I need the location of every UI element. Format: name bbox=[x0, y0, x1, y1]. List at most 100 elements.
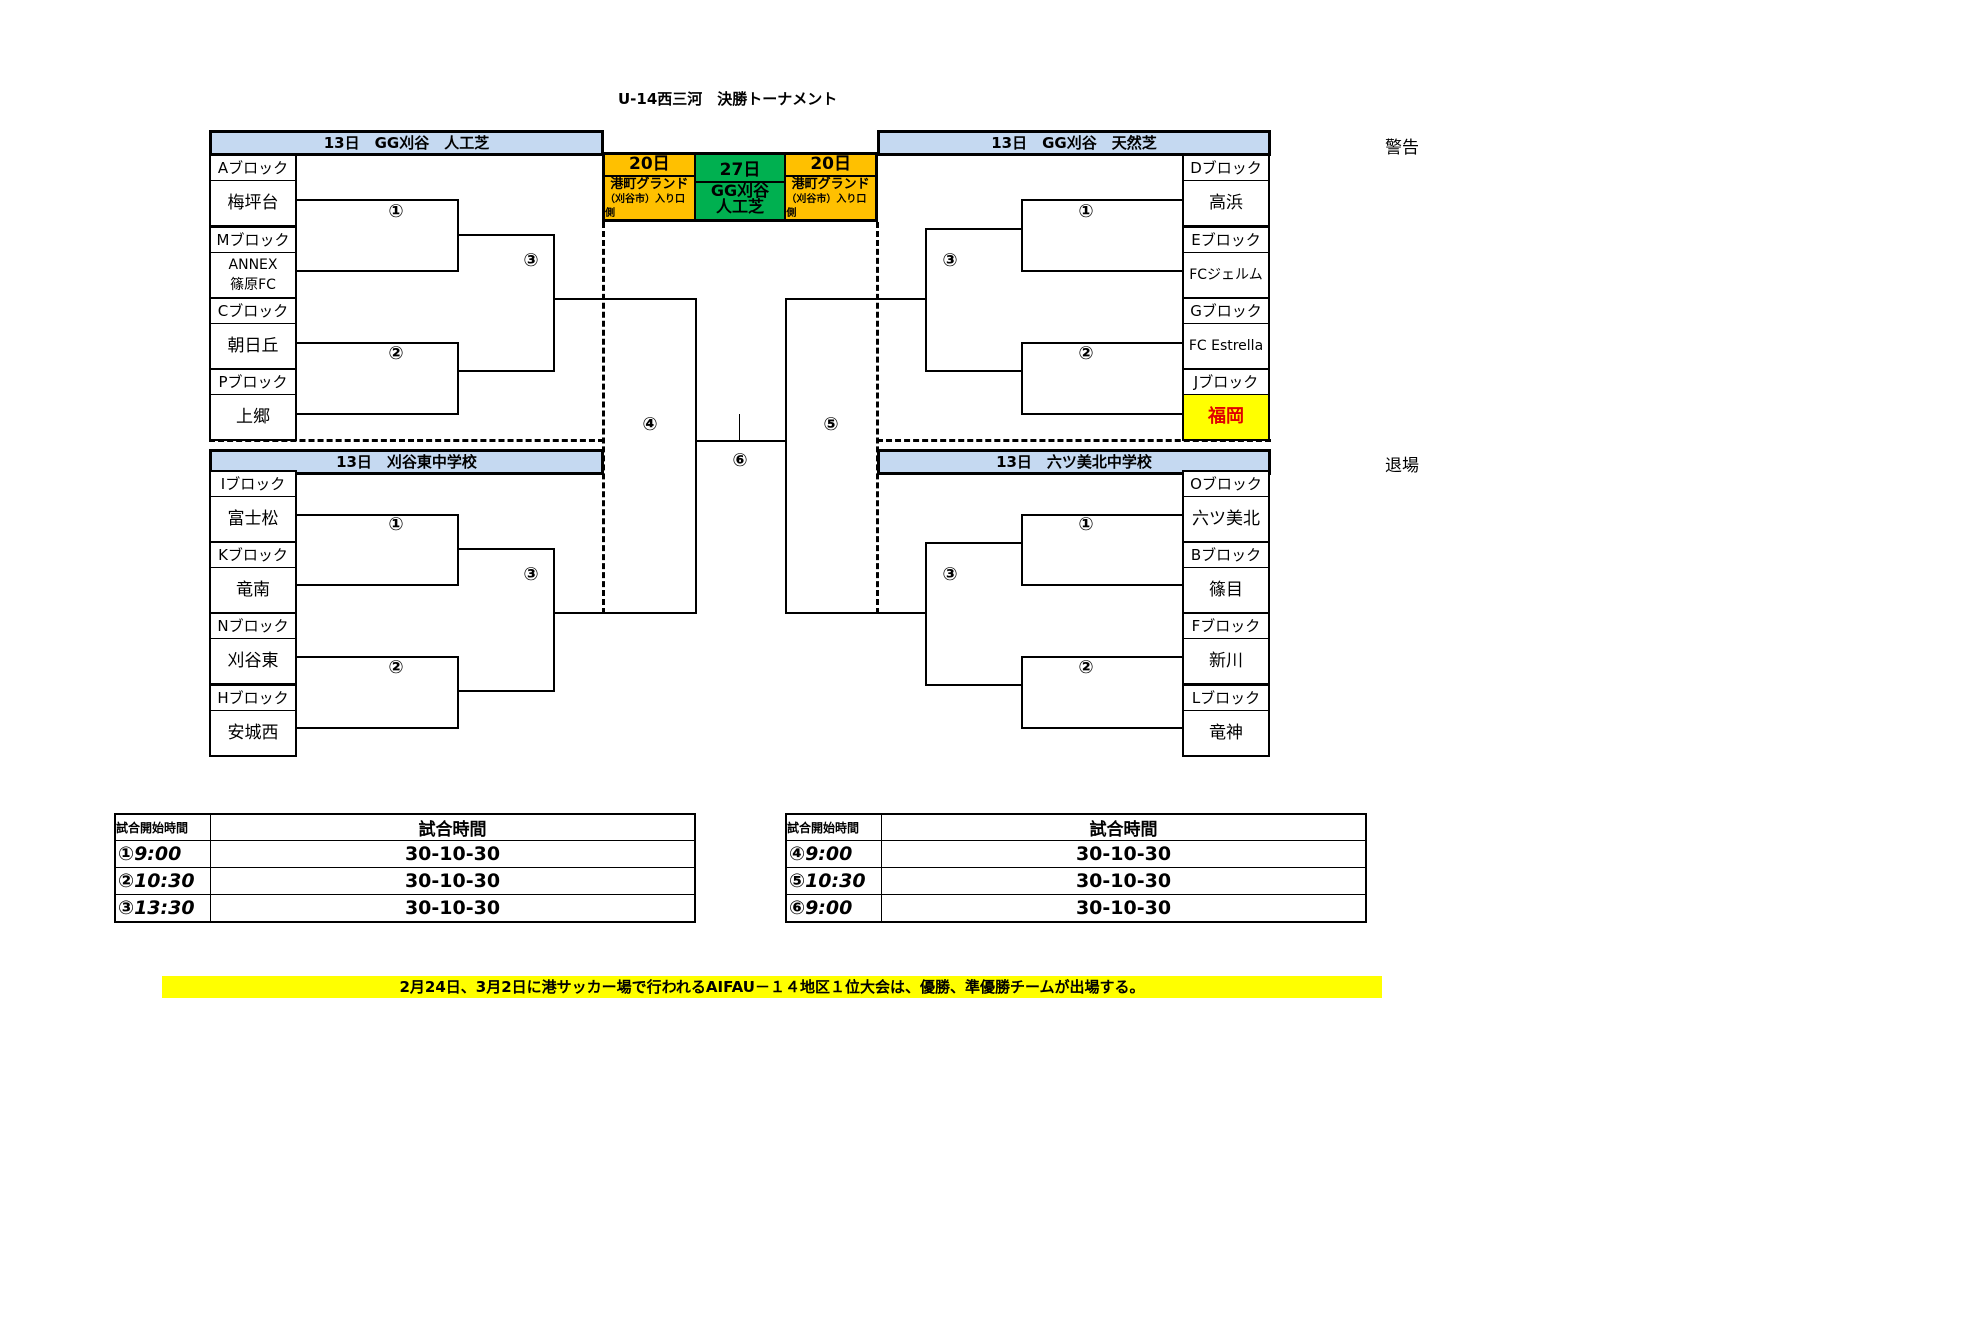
team-name: 新川 bbox=[1209, 651, 1243, 671]
bracket-line bbox=[457, 370, 555, 372]
champion-line bbox=[739, 414, 740, 441]
bracket-line bbox=[297, 727, 459, 729]
block-i: Iブロック富士松 bbox=[209, 470, 297, 543]
table-row: ③13:30 30-10-30 bbox=[114, 894, 696, 923]
bracket-line bbox=[785, 612, 927, 614]
duration-cell: 30-10-30 bbox=[210, 894, 696, 923]
match-number-1: ① bbox=[388, 201, 404, 222]
venue-top-right: 13日 GG刈谷 天然芝 bbox=[877, 130, 1271, 156]
bracket-line bbox=[925, 228, 1023, 230]
block-label: Lブロック bbox=[1184, 686, 1268, 711]
block-label: Mブロック bbox=[211, 228, 295, 253]
match-number-4: ④ bbox=[642, 414, 658, 435]
bracket-line bbox=[1021, 413, 1183, 415]
match-duration-header: 試合時間 bbox=[210, 813, 696, 841]
block-label: Cブロック bbox=[211, 299, 295, 324]
block-label: Dブロック bbox=[1184, 156, 1268, 181]
bracket-line bbox=[457, 514, 459, 586]
duration-cell: 30-10-30 bbox=[881, 894, 1367, 923]
team-name: 梅坪台 bbox=[227, 193, 279, 213]
block-label: Bブロック bbox=[1184, 543, 1268, 568]
bracket-line bbox=[457, 548, 555, 550]
team-name: 六ツ美北 bbox=[1192, 509, 1260, 529]
block-n: Nブロック刈谷東 bbox=[209, 612, 297, 685]
block-label: Eブロック bbox=[1184, 228, 1268, 253]
bracket-line bbox=[457, 234, 555, 236]
finals-day-center: 27日 bbox=[695, 159, 785, 183]
block-d: Dブロック高浜 bbox=[1182, 154, 1270, 227]
page-title: U-14西三河 決勝トーナメント bbox=[618, 90, 838, 108]
match-number-2: ② bbox=[388, 657, 404, 678]
bracket-line bbox=[695, 298, 697, 614]
block-f: Fブロック新川 bbox=[1182, 612, 1270, 685]
block-k: Kブロック竜南 bbox=[209, 541, 297, 614]
start-time-header: 試合開始時間 bbox=[114, 813, 211, 841]
team-name: 富士松 bbox=[227, 509, 279, 529]
bracket-line bbox=[925, 228, 927, 372]
venue-top-left: 13日 GG刈谷 人工芝 bbox=[209, 130, 604, 156]
match-number-6: ⑥ bbox=[732, 450, 748, 471]
finals-venue-center: 27日 GG刈谷 人工芝 bbox=[695, 155, 787, 219]
block-h: Hブロック安城西 bbox=[209, 684, 297, 757]
start-time-cell: ②10:30 bbox=[114, 867, 211, 895]
block-c: Cブロック朝日丘 bbox=[209, 297, 297, 370]
team-name: FC Estrella bbox=[1188, 338, 1264, 354]
dashed-divider-right bbox=[876, 222, 879, 614]
match-duration-header: 試合時間 bbox=[881, 813, 1367, 841]
block-label: Nブロック bbox=[211, 614, 295, 639]
warning-label: 警告 bbox=[1385, 138, 1419, 158]
start-time-cell: ③13:30 bbox=[114, 894, 211, 923]
bracket-line bbox=[1021, 514, 1023, 586]
bracket-line bbox=[1021, 342, 1023, 415]
bracket-line bbox=[1021, 342, 1183, 344]
match-number-2: ② bbox=[388, 343, 404, 364]
finals-place-left: 港町グランド bbox=[610, 177, 689, 192]
team-name-highlighted: 福岡 bbox=[1184, 395, 1268, 439]
block-m: Mブロック ANNEX 篠原FC bbox=[209, 226, 297, 299]
table-row: ②10:30 30-10-30 bbox=[114, 867, 696, 895]
match-number-2: ② bbox=[1078, 343, 1094, 364]
block-label: Jブロック bbox=[1184, 370, 1268, 395]
bracket-line bbox=[553, 298, 697, 300]
finals-sub-center: 人工芝 bbox=[716, 197, 765, 216]
bracket-line bbox=[297, 199, 459, 201]
finals-venue-header: 20日 港町グランド （刈谷市）入り口側 27日 GG刈谷 人工芝 20日 港町… bbox=[602, 152, 878, 222]
schedule-table-right: 試合開始時間 試合時間 ④9:00 30-10-30 ⑤10:30 30-10-… bbox=[785, 813, 1367, 923]
table-row: ④9:00 30-10-30 bbox=[785, 840, 1367, 868]
block-label: Iブロック bbox=[211, 472, 295, 497]
start-time-cell: ⑤10:30 bbox=[785, 867, 882, 895]
match-number-3: ③ bbox=[523, 250, 539, 271]
start-time-header: 試合開始時間 bbox=[785, 813, 882, 841]
start-time-cell: ①9:00 bbox=[114, 840, 211, 868]
bracket-line bbox=[925, 684, 1023, 686]
team-name: 上郷 bbox=[236, 407, 270, 427]
duration-cell: 30-10-30 bbox=[881, 840, 1367, 868]
bracket-line bbox=[925, 542, 927, 686]
duration-cell: 30-10-30 bbox=[210, 867, 696, 895]
block-a: Aブロック梅坪台 bbox=[209, 154, 297, 227]
block-label: Pブロック bbox=[211, 370, 295, 395]
block-label: Oブロック bbox=[1184, 472, 1268, 497]
bracket-line bbox=[297, 514, 459, 516]
bracket-line bbox=[297, 270, 459, 272]
finals-day-right: 20日 bbox=[786, 153, 876, 177]
bracket-line bbox=[553, 234, 555, 372]
block-label: Hブロック bbox=[211, 686, 295, 711]
team-name: ANNEX 篠原FC bbox=[228, 257, 278, 293]
bracket-line bbox=[1021, 656, 1023, 729]
team-name: 朝日丘 bbox=[227, 336, 279, 356]
finals-place-right: 港町グランド bbox=[791, 177, 870, 192]
bracket-line bbox=[457, 342, 459, 415]
table-row: ①9:00 30-10-30 bbox=[114, 840, 696, 868]
sendoff-label: 退場 bbox=[1385, 456, 1419, 476]
table-row: ⑥9:00 30-10-30 bbox=[785, 894, 1367, 923]
bracket-line bbox=[1021, 656, 1183, 658]
bracket-line bbox=[925, 542, 1023, 544]
finals-place-center: GG刈谷 bbox=[710, 181, 770, 200]
start-time-cell: ④9:00 bbox=[785, 840, 882, 868]
block-o: Oブロック六ツ美北 bbox=[1182, 470, 1270, 543]
dashed-separator-right bbox=[877, 439, 1271, 442]
team-name: 安城西 bbox=[227, 723, 279, 743]
bracket-line bbox=[1021, 199, 1183, 201]
team-name: FCジェルム bbox=[1189, 267, 1263, 283]
